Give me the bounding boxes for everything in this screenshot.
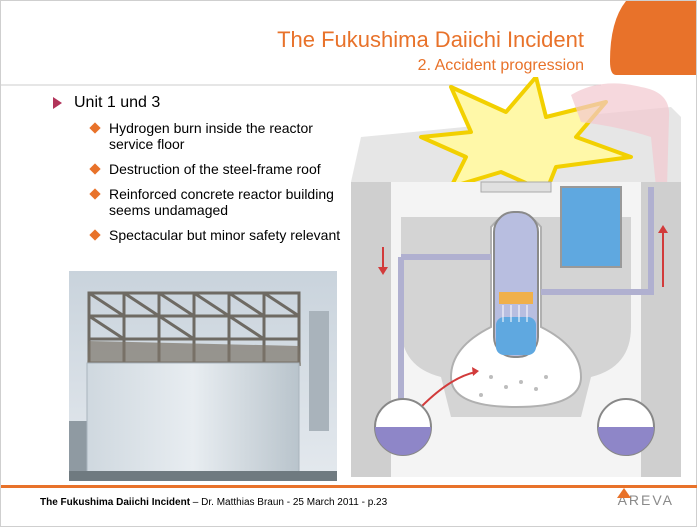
sub-bullet: Spectacular but minor safety relevant xyxy=(89,227,353,243)
footer-details: – Dr. Matthias Braun - 25 March 2011 - p… xyxy=(190,497,388,508)
diamond-bullet-icon xyxy=(89,122,101,134)
reactor-building-photo xyxy=(69,271,337,481)
areva-logo: AREVA xyxy=(616,488,674,508)
sub-bullet-list: Hydrogen burn inside the reactor service… xyxy=(53,120,353,243)
header-rule xyxy=(1,84,601,86)
sub-bullet-text: Hydrogen burn inside the reactor service… xyxy=(109,120,313,152)
footer-title: The Fukushima Daiichi Incident xyxy=(40,497,191,508)
brand-name: AREVA xyxy=(617,492,674,508)
diamond-bullet-icon xyxy=(89,188,101,200)
sub-bullet-text: Reinforced concrete reactor building see… xyxy=(109,186,334,218)
slide-subtitle: 2. Accident progression xyxy=(417,57,584,74)
slide-title: The Fukushima Daiichi Incident xyxy=(277,27,584,52)
sub-bullet-text: Destruction of the steel-frame roof xyxy=(109,161,321,177)
reactor-cross-section-diagram xyxy=(351,77,681,477)
sub-bullet: Destruction of the steel-frame roof xyxy=(89,161,353,177)
footer-text: The Fukushima Daiichi Incident – Dr. Mat… xyxy=(40,497,387,508)
sub-bullet-text: Spectacular but minor safety relevant xyxy=(109,227,341,243)
logo-triangle-icon xyxy=(616,488,631,498)
diamond-bullet-icon xyxy=(89,163,101,175)
sub-bullet: Reinforced concrete reactor building see… xyxy=(89,186,353,218)
main-bullet-text: Unit 1 und 3 xyxy=(74,94,161,111)
footer-rule xyxy=(1,485,697,488)
corner-logo-shape xyxy=(610,1,696,75)
main-bullet: Unit 1 und 3 xyxy=(53,94,353,112)
sub-bullet: Hydrogen burn inside the reactor service… xyxy=(89,120,353,152)
bullet-list: Unit 1 und 3 Hydrogen burn inside the re… xyxy=(53,94,353,252)
diamond-bullet-icon xyxy=(89,229,101,241)
triangle-bullet-icon xyxy=(53,97,62,109)
